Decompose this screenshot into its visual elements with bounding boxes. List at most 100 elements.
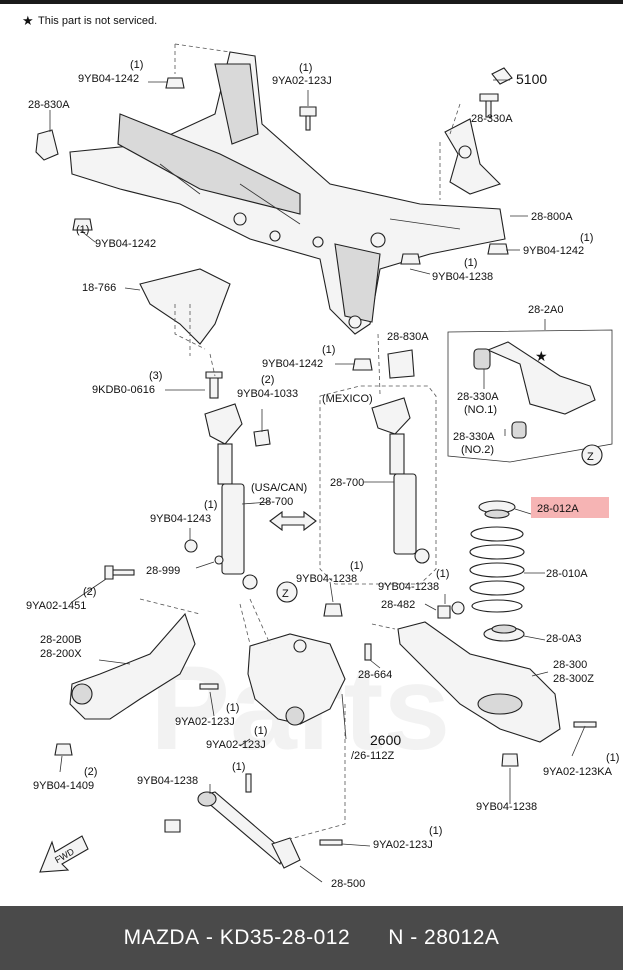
interchange-arrow xyxy=(269,510,317,532)
label-1409: 9YB04-1409 xyxy=(33,780,94,792)
label-1242-right: 9YB04-1242 xyxy=(523,245,584,257)
label-0a3: 28-0A3 xyxy=(546,633,581,645)
lead-lines xyxy=(49,79,586,883)
star-icon: ★ xyxy=(22,13,34,28)
label-330a-no1: 28-330A xyxy=(457,391,499,403)
label-1033: 9YB04-1033 xyxy=(237,388,298,400)
label-123j-top: 9YA02-123J xyxy=(272,75,332,87)
label-0616-qty: (3) xyxy=(149,370,162,382)
lateral-link xyxy=(197,791,301,869)
label-123j-b: 9YA02-123J xyxy=(206,739,266,751)
label-1238-mid-qty: (1) xyxy=(350,560,363,572)
misc-fasteners xyxy=(54,539,597,846)
label-500: 28-500 xyxy=(331,878,365,890)
shock-absorber-mexico xyxy=(319,385,437,585)
label-1242-left-qty: (1) xyxy=(76,224,89,236)
fwd-arrow-icon xyxy=(39,835,89,873)
label-0616: 9KDB0-0616 xyxy=(92,384,155,396)
label-1242-mid-qty: (1) xyxy=(322,344,335,356)
label-1242-top-qty: (1) xyxy=(130,59,143,71)
label-1238-r-qty: (1) xyxy=(436,568,449,580)
label-700-right: 28-700 xyxy=(330,477,364,489)
label-123j-b-qty: (1) xyxy=(254,725,267,737)
label-330a-top: 28-330A xyxy=(471,113,513,125)
footer-brand: MAZDA xyxy=(123,926,200,949)
z-marker-top xyxy=(581,444,603,466)
label-1033-qty: (2) xyxy=(261,374,274,386)
label-664: 28-664 xyxy=(358,669,392,681)
label-766: 18-766 xyxy=(82,282,116,294)
svg-text:★: ★ xyxy=(535,348,548,364)
shock-absorber-usa xyxy=(204,371,271,590)
label-123j-bot-qty: (1) xyxy=(429,825,442,837)
label-123j-low: 9YA02-123J xyxy=(175,716,235,728)
label-1238-top-qty: (1) xyxy=(464,257,477,269)
label-112z: /26-112Z xyxy=(351,750,394,762)
label-123j-bot: 9YA02-123J xyxy=(373,839,433,851)
label-no1: (NO.1) xyxy=(464,404,497,416)
label-123ka-qty: (1) xyxy=(606,752,619,764)
label-200x: 28-200X xyxy=(40,648,82,660)
trailing-link-box: ★ xyxy=(447,329,613,463)
label-123ka: 9YA02-123KA xyxy=(543,766,613,778)
label-2a0: 28-2A0 xyxy=(528,304,563,316)
label-1238-bot: 9YB04-1238 xyxy=(476,801,537,813)
label-012a-highlighted: 28-012A xyxy=(537,503,579,515)
label-1238-low-qty: (1) xyxy=(232,761,245,773)
stabilizer-link xyxy=(444,67,513,195)
lower-control-arm xyxy=(397,621,561,743)
label-1242-top: 9YB04-1242 xyxy=(78,73,139,85)
label-999: 28-999 xyxy=(146,565,180,577)
label-830a-left: 28-830A xyxy=(28,99,70,111)
not-serviced-note: This part is not serviced. xyxy=(38,15,157,27)
label-z-mid: Z xyxy=(282,588,289,600)
label-1243-qty: (1) xyxy=(204,499,217,511)
label-mexico: (MEXICO) xyxy=(322,393,373,405)
coil-spring xyxy=(469,526,525,613)
label-2600: 2600 xyxy=(370,732,401,748)
label-1238-r: 9YB04-1238 xyxy=(378,581,439,593)
label-5100: 5100 xyxy=(516,71,547,87)
z-marker-mid xyxy=(276,581,298,603)
label-1238-mid: 9YB04-1238 xyxy=(296,573,357,585)
label-1451-qty: (2) xyxy=(83,586,96,598)
label-1238-top: 9YB04-1238 xyxy=(432,271,493,283)
rear-knuckle xyxy=(247,633,346,725)
label-010a: 28-010A xyxy=(546,568,588,580)
label-1451: 9YA02-1451 xyxy=(26,600,86,612)
crossmember-fasteners xyxy=(72,77,509,371)
label-1243: 9YB04-1243 xyxy=(150,513,211,525)
label-1409-qty: (2) xyxy=(84,766,97,778)
label-1238-low: 9YB04-1238 xyxy=(137,775,198,787)
crossmember-subframe xyxy=(69,51,506,335)
label-330a-no2: 28-330A xyxy=(453,431,495,443)
label-482: 28-482 xyxy=(381,599,415,611)
footer-part-number: KD35-28-012 xyxy=(219,926,351,949)
bracket-left xyxy=(35,129,59,161)
label-700-left: 28-700 xyxy=(259,496,293,508)
label-1242-left: 9YB04-1242 xyxy=(95,238,156,250)
label-123j-low-qty: (1) xyxy=(226,702,239,714)
bracket-mid xyxy=(387,349,415,379)
trailing-arm xyxy=(69,612,196,720)
label-830a-mid: 28-830A xyxy=(387,331,429,343)
top-rule xyxy=(0,0,623,4)
part-footer: MAZDA - KD35-28-012 N - 28012A xyxy=(0,906,623,970)
label-200b: 28-200B xyxy=(40,634,82,646)
label-no2: (NO.2) xyxy=(461,444,494,456)
label-123j-top-qty: (1) xyxy=(299,62,312,74)
label-z-top: Z xyxy=(587,451,594,463)
label-800a: 28-800A xyxy=(531,211,573,223)
label-1242-mid: 9YB04-1242 xyxy=(262,358,323,370)
label-usa-can: (USA/CAN) xyxy=(251,482,307,494)
upper-spring-seat xyxy=(478,500,516,519)
lower-spring-seat xyxy=(483,624,525,642)
dashed-guides xyxy=(139,43,461,840)
label-300: 28-300 xyxy=(553,659,587,671)
highlight-box xyxy=(531,497,609,518)
heat-shield xyxy=(139,268,231,345)
label-300z: 28-300Z xyxy=(553,673,594,685)
label-1242-right-qty: (1) xyxy=(580,232,593,244)
footer-code: N - 28012A xyxy=(388,926,500,949)
exploded-parts-diagram: Parts ★ This part is not serviced. xyxy=(22,13,619,890)
